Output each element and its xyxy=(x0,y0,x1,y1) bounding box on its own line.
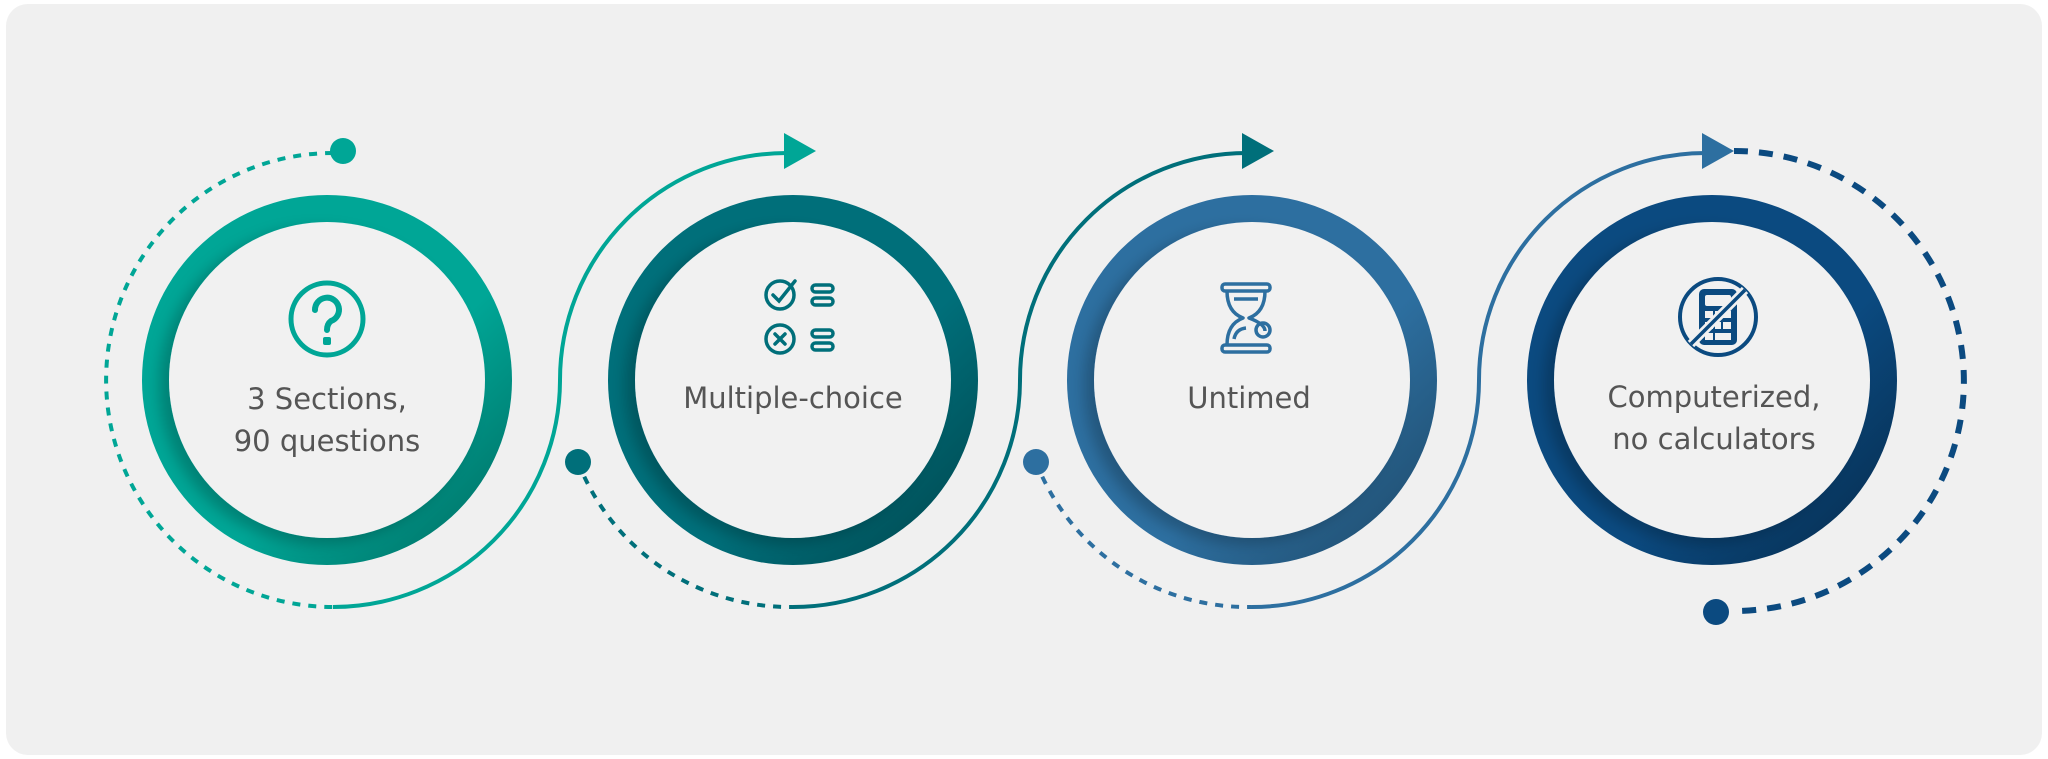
step-circle-4 xyxy=(1527,195,1897,565)
start-dot xyxy=(330,138,356,164)
arrow-head-1 xyxy=(784,133,816,169)
question-circle-icon xyxy=(288,280,366,358)
checklist-icon xyxy=(764,279,835,355)
step-circle-3 xyxy=(1067,195,1437,565)
step-label-4: Computerized, no calculators xyxy=(1607,380,1821,456)
step-circle-2 xyxy=(608,195,978,565)
step-circle-1 xyxy=(142,195,512,565)
step-label-3: Untimed xyxy=(1187,381,1311,415)
connector-1 xyxy=(104,151,788,609)
arrow-head-3 xyxy=(1702,133,1734,169)
connector-4 xyxy=(1733,148,1967,614)
step-label-1: 3 Sections, 90 questions xyxy=(233,382,421,458)
connector-2 xyxy=(576,151,1248,610)
end-dot xyxy=(1703,599,1729,625)
no-calculator-icon xyxy=(1678,277,1758,357)
step-label-2: Multiple-choice xyxy=(683,381,903,415)
connector-dot-2 xyxy=(565,449,591,475)
connector-3 xyxy=(1034,151,1707,610)
connector-dot-3 xyxy=(1023,449,1049,475)
arrow-head-2 xyxy=(1242,133,1274,169)
hourglass-icon xyxy=(1220,282,1272,354)
